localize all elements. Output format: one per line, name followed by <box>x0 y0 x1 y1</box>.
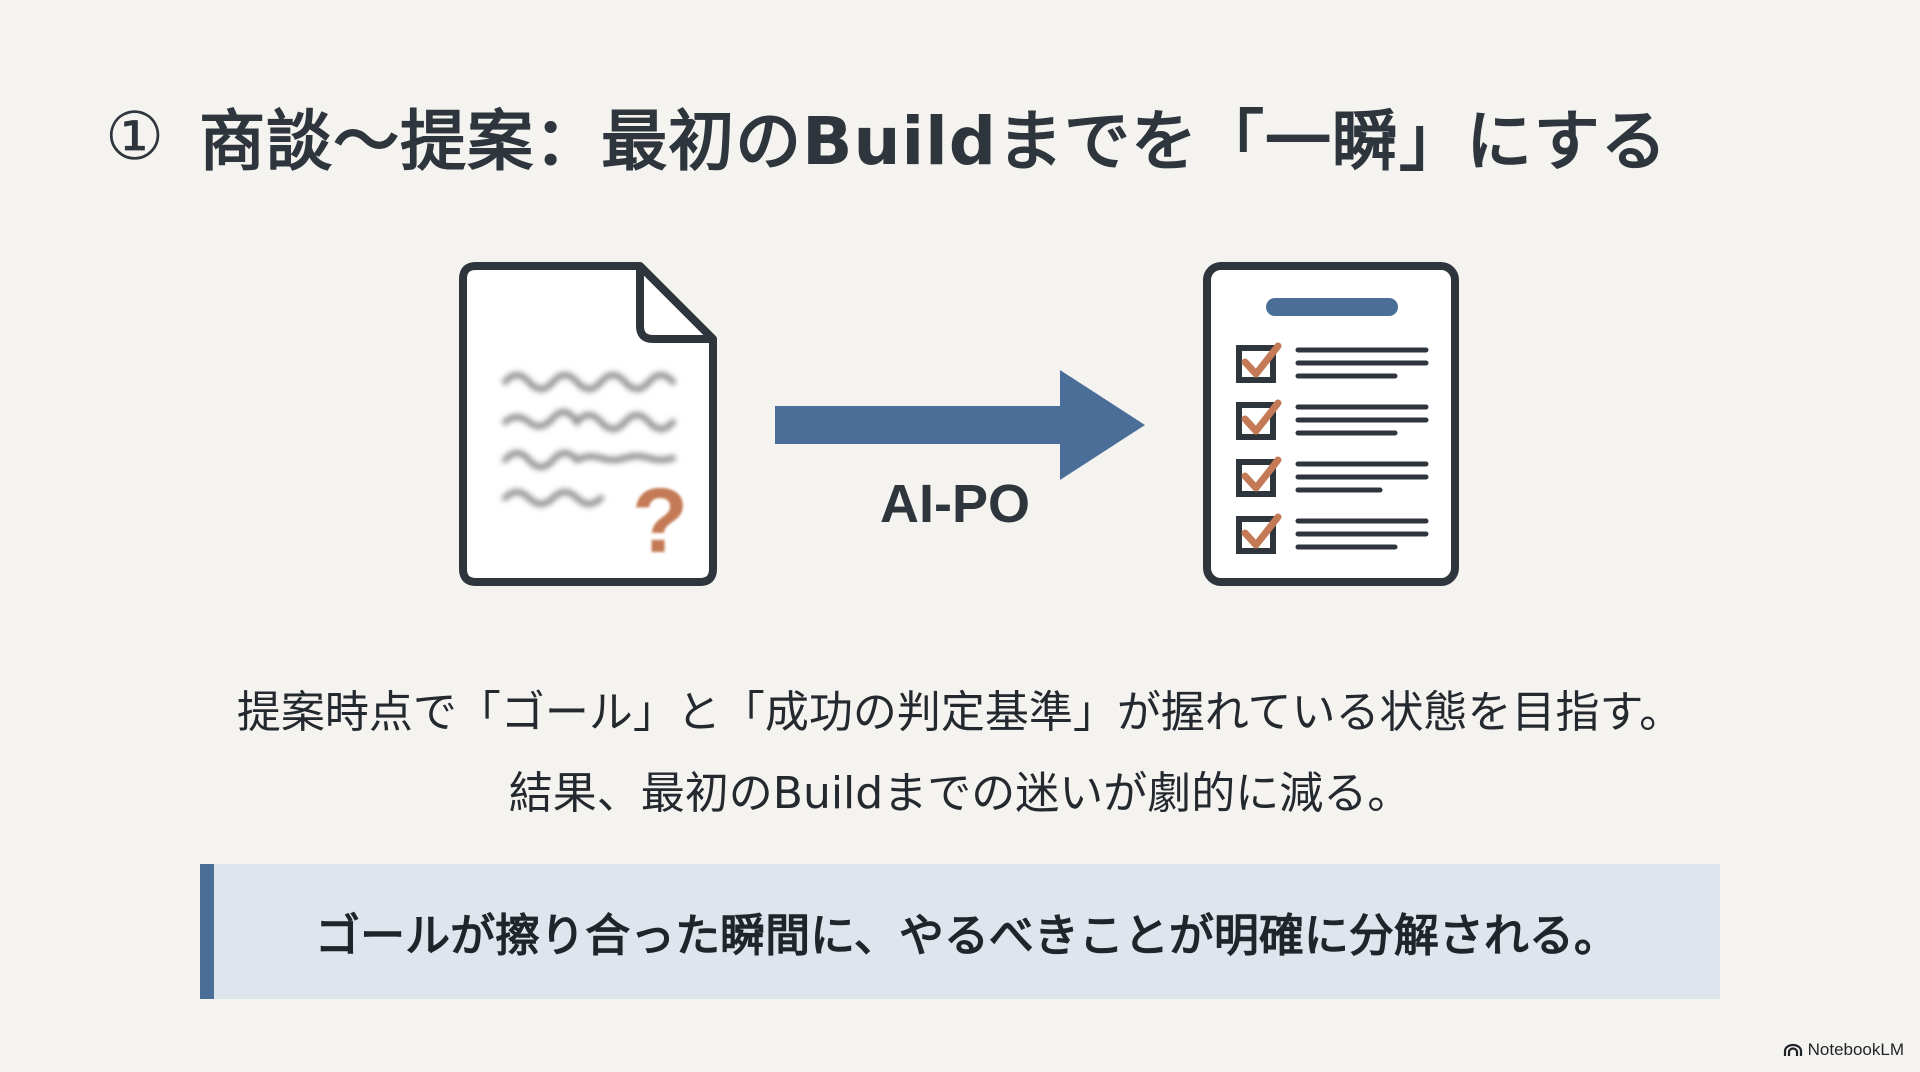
notebooklm-logo-icon <box>1783 1043 1802 1056</box>
scribble-lines <box>502 372 676 507</box>
question-mark-icon: ? <box>632 470 688 572</box>
body-text-line1: 提案時点で「ゴール」と「成功の判定基準」が握れている状態を目指す。 <box>236 687 1684 738</box>
checklist-row <box>1236 342 1429 383</box>
callout-text: ゴールが擦り合った瞬間に、やるべきことが明確に分解される。 <box>315 909 1619 962</box>
title-number: ① <box>105 97 166 175</box>
brand-name: NotebookLM <box>1807 1040 1904 1059</box>
brand-watermark: NotebookLM <box>1783 1040 1904 1060</box>
right-arrow-icon <box>775 370 1145 480</box>
page-title: ① 商談〜提案：最初のBuildまでを「一瞬」にする <box>105 88 1668 184</box>
checklist-row <box>1236 399 1429 440</box>
vague-document-icon: ? <box>459 262 717 586</box>
checklist-row <box>1236 513 1429 554</box>
callout-box: ゴールが擦り合った瞬間に、やるべきことが明確に分解される。 <box>200 864 1720 999</box>
arrow-label: AI-PO <box>879 474 1030 534</box>
body-text-line2: 結果、最初のBuildまでの迷いが劇的に減る。 <box>508 768 1412 819</box>
title-text: 商談〜提案：最初のBuildまでを「一瞬」にする <box>199 103 1668 180</box>
checklist-row <box>1236 456 1429 497</box>
checklist-icon <box>1203 262 1459 586</box>
